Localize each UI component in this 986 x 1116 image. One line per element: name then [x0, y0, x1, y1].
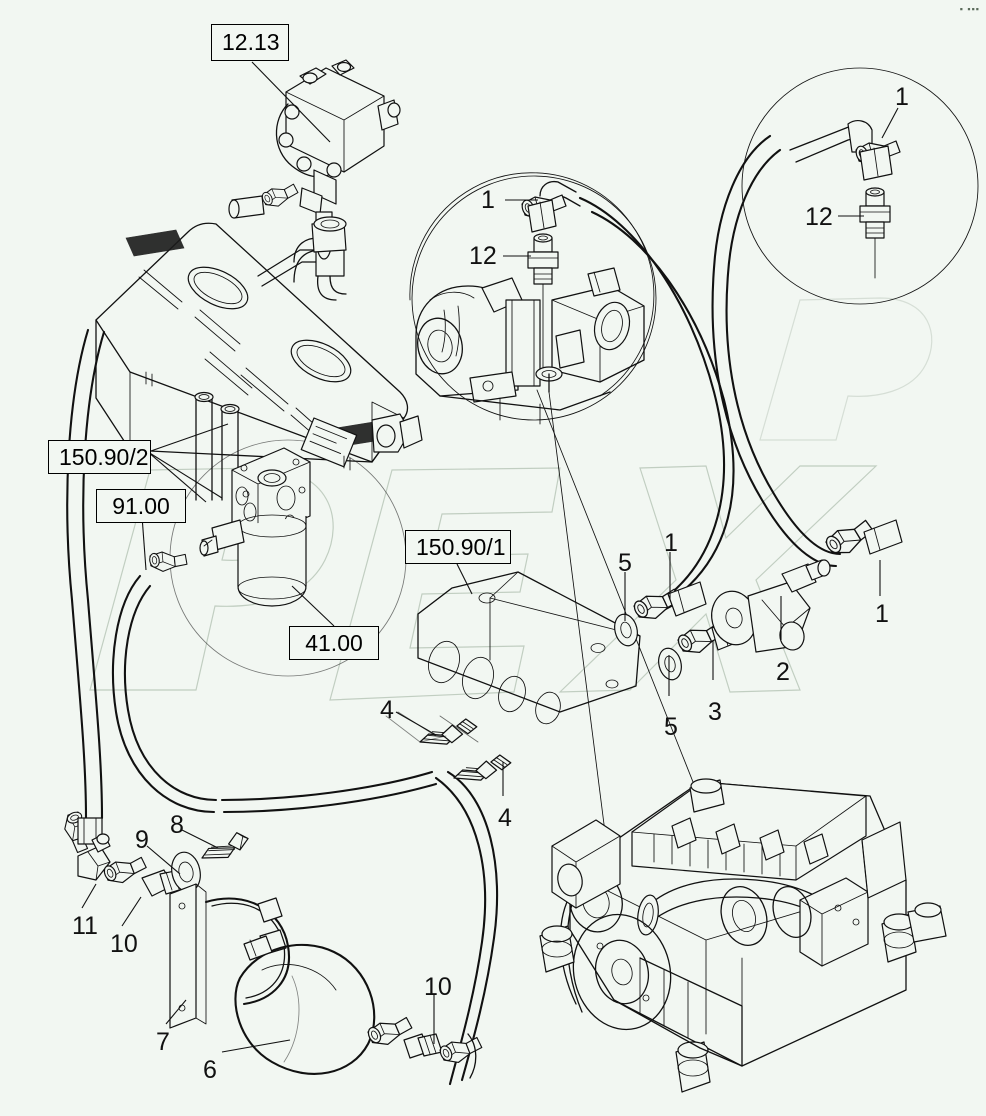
callout-3: 3 [708, 698, 722, 726]
callout-1-cluster: 1 [664, 529, 678, 557]
engine-mounts [539, 902, 947, 1093]
ref-box-12-13[interactable]: 12.13 [211, 24, 289, 61]
detail-circle-center [409, 172, 655, 397]
callout-5-lower: 5 [664, 713, 678, 741]
callout-5-upper: 5 [618, 549, 632, 577]
callout-9: 9 [135, 826, 149, 854]
callout-1-center: 1 [481, 186, 495, 214]
ref-box-91-00[interactable]: 91.00 [96, 489, 186, 523]
callout-12-center: 12 [469, 242, 497, 270]
callout-11: 11 [72, 912, 98, 940]
lower-left-assembly [63, 809, 484, 1079]
hydraulic-pump-assembly [228, 59, 401, 283]
detail-center-contents [519, 180, 581, 381]
callout-10-lower: 10 [424, 973, 452, 1001]
detail-right-contents [789, 120, 901, 279]
detail-circle-center-outline [411, 175, 657, 421]
callout-leaders [81, 107, 899, 1053]
callout-2: 2 [776, 658, 790, 686]
callout-10-upper: 10 [110, 930, 138, 958]
manifold-plate [385, 571, 641, 788]
ref-box-150-90-2[interactable]: 150.90/2 [48, 440, 151, 474]
callout-6: 6 [203, 1056, 217, 1084]
callout-4-left: 4 [380, 696, 394, 724]
fittings-cluster [614, 518, 903, 681]
callout-12-right: 12 [805, 203, 833, 231]
ref-box-41-00[interactable]: 41.00 [289, 626, 379, 660]
filter-and-valve-block [145, 447, 311, 607]
alternator-bracket-assembly [415, 267, 698, 841]
callout-7: 7 [156, 1028, 170, 1056]
corner-mark: ▪ ▪▪▪ [959, 4, 980, 14]
callout-8: 8 [170, 811, 184, 839]
detail-circle-right-outline [741, 67, 979, 305]
callout-1-right-lower: 1 [875, 600, 889, 628]
callout-1-right-top: 1 [895, 83, 909, 111]
callout-4-right: 4 [498, 804, 512, 832]
diesel-engine [539, 778, 947, 1093]
ref-box-150-90-1[interactable]: 150.90/1 [405, 530, 511, 564]
